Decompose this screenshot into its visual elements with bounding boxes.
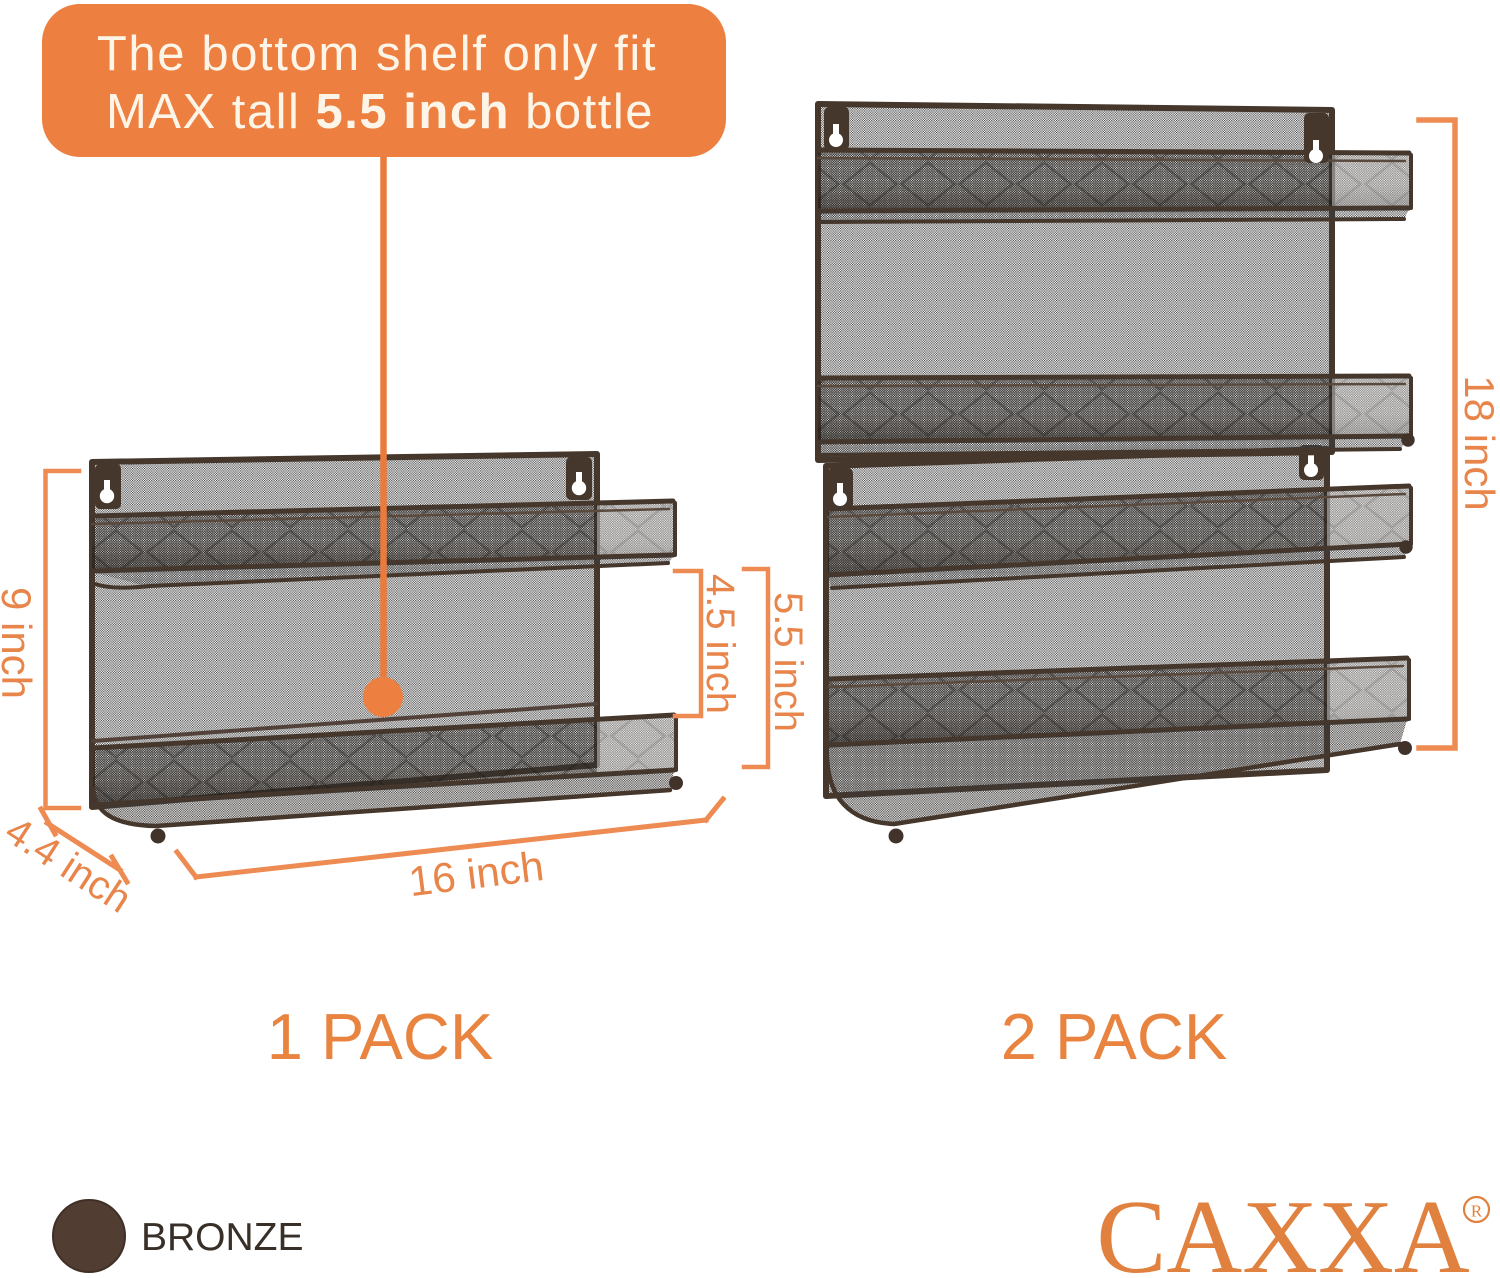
svg-text:2 PACK: 2 PACK bbox=[1001, 1000, 1227, 1073]
svg-text:CAXXA: CAXXA bbox=[1096, 1178, 1470, 1278]
svg-text:MAX tall 5.5 inch bottle: MAX tall 5.5 inch bottle bbox=[106, 85, 654, 139]
svg-text:18 inch: 18 inch bbox=[1456, 375, 1500, 510]
svg-text:1 PACK: 1 PACK bbox=[267, 1000, 493, 1073]
svg-text:BRONZE: BRONZE bbox=[141, 1216, 304, 1259]
svg-text:The bottom shelf only fit: The bottom shelf only fit bbox=[97, 27, 657, 81]
svg-text:R: R bbox=[1471, 1202, 1483, 1221]
svg-text:9 inch: 9 inch bbox=[0, 587, 40, 699]
svg-text:5.5 inch: 5.5 inch bbox=[766, 592, 810, 732]
svg-text:4.5 inch: 4.5 inch bbox=[698, 574, 742, 714]
